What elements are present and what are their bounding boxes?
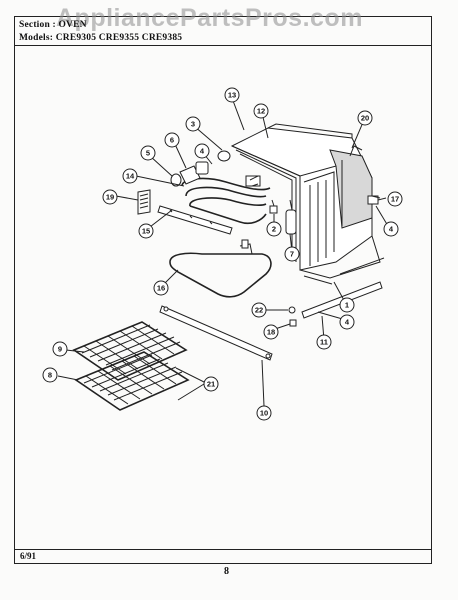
svg-text:1: 1 <box>345 301 349 310</box>
small-parts <box>288 306 297 327</box>
revision-date: 6/91 <box>20 551 37 561</box>
light-cover <box>137 189 151 215</box>
callout-5: 5 <box>140 145 156 161</box>
svg-text:18: 18 <box>267 328 275 337</box>
page-frame <box>14 16 432 564</box>
oven-rack-upper <box>72 321 188 381</box>
callout-17: 17 <box>387 191 403 207</box>
callout-10: 10 <box>256 405 272 421</box>
sensor-clip <box>269 199 278 214</box>
callout-22: 22 <box>251 302 267 318</box>
svg-text:15: 15 <box>142 227 150 236</box>
callout-18: 18 <box>263 324 279 340</box>
callout-20: 20 <box>357 110 373 126</box>
callout-4-right: 4 <box>383 221 399 237</box>
svg-text:3: 3 <box>191 120 195 129</box>
callout-21: 21 <box>203 376 219 392</box>
svg-text:4: 4 <box>345 318 350 327</box>
callout-12: 12 <box>253 103 269 119</box>
header-divider <box>14 45 432 46</box>
svg-text:20: 20 <box>361 114 369 123</box>
svg-text:14: 14 <box>126 172 135 181</box>
callout-15: 15 <box>138 223 154 239</box>
element-bracket <box>157 205 233 235</box>
callout-3: 3 <box>185 116 201 132</box>
callout-4-upper: 4 <box>194 143 210 159</box>
footer-divider <box>14 549 432 550</box>
callout-11: 11 <box>316 334 332 350</box>
callout-6: 6 <box>164 132 180 148</box>
svg-text:12: 12 <box>257 107 265 116</box>
svg-text:2: 2 <box>272 225 276 234</box>
callout-1: 1 <box>339 297 355 313</box>
callout-4-lower: 4 <box>339 314 355 330</box>
broil-element <box>181 177 271 225</box>
svg-text:7: 7 <box>290 250 294 259</box>
callout-19: 19 <box>102 189 118 205</box>
svg-text:4: 4 <box>200 147 205 156</box>
svg-text:8: 8 <box>48 371 52 380</box>
page-number: 8 <box>224 566 229 577</box>
callout-8: 8 <box>42 367 58 383</box>
models-list: Models: CRE9305 CRE9355 CRE9385 <box>19 33 183 43</box>
watermark: AppliancePartsPros.com <box>56 4 363 32</box>
svg-text:6: 6 <box>170 136 174 145</box>
svg-text:11: 11 <box>320 338 328 347</box>
svg-text:17: 17 <box>391 195 399 204</box>
svg-text:16: 16 <box>157 284 165 293</box>
callout-9: 9 <box>52 341 68 357</box>
bake-element <box>169 239 272 298</box>
svg-text:13: 13 <box>228 91 236 100</box>
callout-2: 2 <box>266 221 282 237</box>
svg-text:9: 9 <box>58 345 62 354</box>
rail-lower <box>159 305 273 361</box>
oven-sensor <box>285 199 297 235</box>
svg-text:10: 10 <box>260 409 268 418</box>
svg-text:22: 22 <box>255 306 263 315</box>
svg-text:19: 19 <box>106 193 114 202</box>
svg-text:4: 4 <box>389 225 394 234</box>
callout-13: 13 <box>224 87 240 103</box>
callout-16: 16 <box>153 280 169 296</box>
oven-light-assembly <box>170 150 231 187</box>
callout-14: 14 <box>122 168 138 184</box>
callout-7: 7 <box>284 246 300 262</box>
oven-rack-lower <box>74 351 190 411</box>
oven-cavity <box>230 123 381 285</box>
svg-text:5: 5 <box>146 149 150 158</box>
svg-text:21: 21 <box>207 380 215 389</box>
section-title: Section : OVEN <box>19 20 87 30</box>
